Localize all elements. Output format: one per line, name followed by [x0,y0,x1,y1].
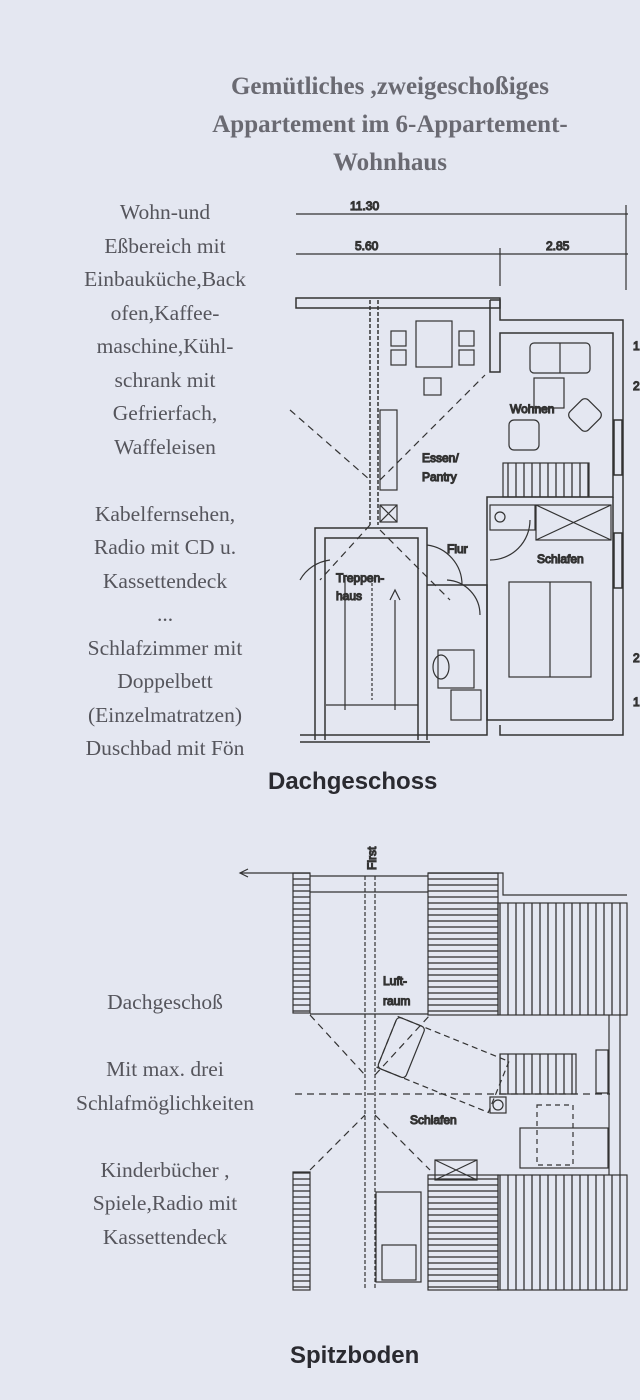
document-title: Gemütliches ,zweigeschoßiges Appartement… [140,68,640,182]
room-label-wohnen: Wohnen [510,402,554,416]
room-label-treppen: Treppen- [336,571,384,585]
description-line: maschine,Kühl- [96,334,234,358]
room-label-pantry: Pantry [422,470,457,484]
title-line-2: Appartement im 6-Appartement- [212,111,568,138]
room-label-flur: Flur [447,542,468,556]
title-line-1: Gemütliches ,zweigeschoßiges [230,73,549,100]
description-line: Spiele,Radio mit [92,1191,238,1215]
description-line: Gefrierfach, [112,401,218,425]
edge-mark: 1 [633,695,640,709]
description-line: Kassettendeck [102,568,228,593]
room-label-luft: Luft- [383,974,407,988]
ridge-label: First [365,846,379,870]
description-line: Einbauküche,Back [84,267,246,291]
room-label-schlafen: Schlafen [537,552,584,566]
description-line: Kinderbücher , [100,1157,230,1182]
dim-left: 5.60 [355,239,379,253]
edge-mark: 1 [633,339,640,353]
description-line: Schlafzimmer mit [87,635,243,660]
title-line-3: Wohnhaus [333,149,447,176]
edge-mark: 2 [633,651,640,665]
description-line: Kabelfernsehen, [94,501,236,526]
description-line: Waffeleisen [114,434,216,459]
plan-label-spitzboden: Spitzboden [290,1342,420,1369]
description-line: Mit max. drei [106,1057,224,1081]
dim-right: 2.85 [546,239,570,253]
description-line: Doppelbett [117,669,213,693]
description-line: Eßbereich mit [104,233,226,258]
dimension-lines [296,205,628,290]
dim-total: 11.30 [350,199,379,213]
description-line: ofen,Kaffee- [110,300,220,325]
description-line: Radio mit CD u. [93,535,237,559]
room-label-raum: raum [383,994,410,1008]
description-line: Schlafmöglichkeiten [76,1090,254,1115]
room-label-haus: haus [336,589,362,603]
furniture [299,320,612,721]
floor-plan-spitzboden: First Luft- raum Schlafen [238,845,628,1291]
edge-mark: 2 [633,379,640,393]
walls [295,297,624,743]
room-label-schlafen-attic: Schlafen [410,1113,457,1127]
description-line: Duschbad mit Fön [85,736,245,760]
description-line: Wohn-und [119,200,211,224]
sightlines [289,374,486,601]
description-line: Kassettendeck [102,1224,228,1249]
description-line: (Einzelmatratzen) [88,702,242,727]
description-line: Dachgeschoß [107,990,223,1014]
description-line: schrank mit [114,367,216,392]
room-label-essen: Essen/ [422,451,459,465]
description-line: ... [156,602,174,626]
plan-label-dachgeschoss: Dachgeschoss [268,768,438,795]
